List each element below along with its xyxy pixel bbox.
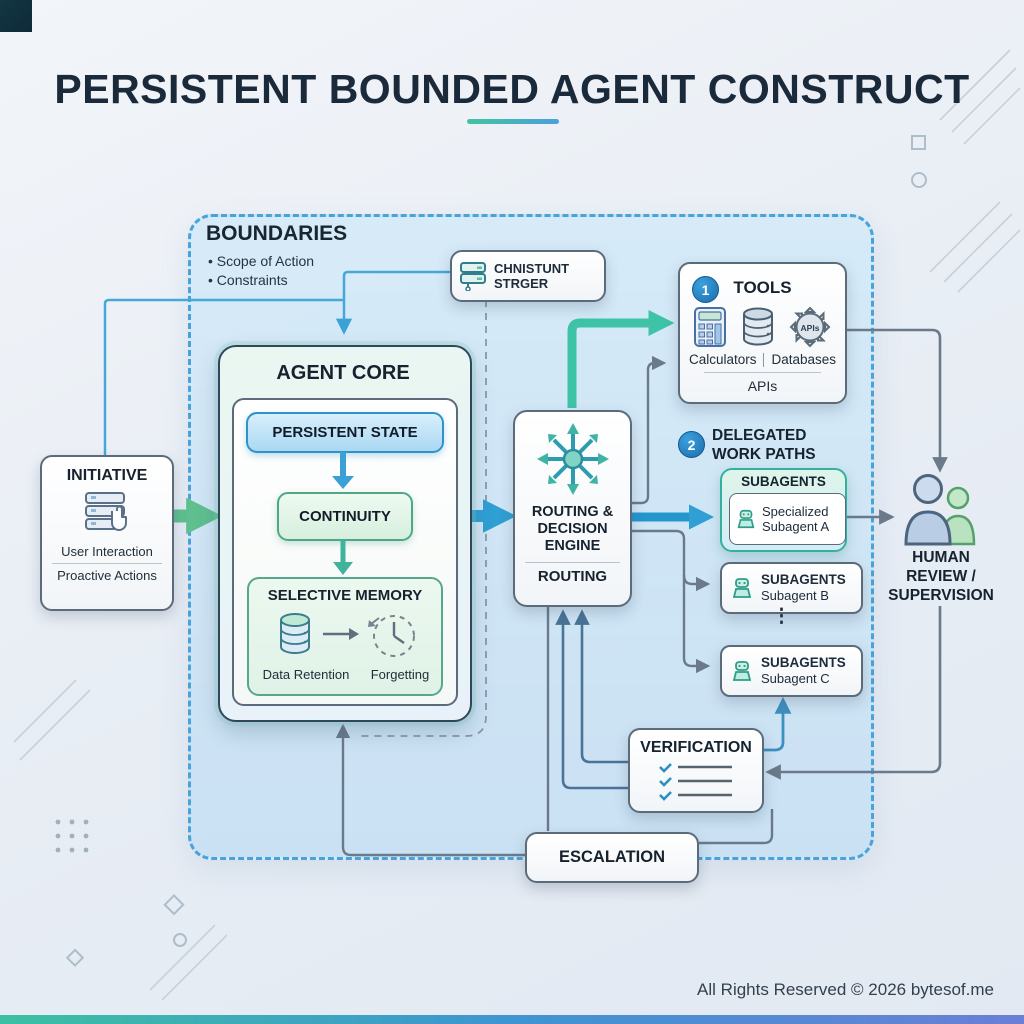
arrow-state-to-continuity bbox=[332, 452, 354, 489]
consistent-storage-box: CHNISTUNT STRGER bbox=[450, 250, 606, 302]
subagent-a-robot-icon bbox=[737, 509, 755, 529]
data-retention-database-icon bbox=[280, 613, 310, 654]
initiative-divider bbox=[52, 563, 162, 564]
routing-title-line2: DECISION bbox=[537, 521, 608, 537]
agent-core-title: AGENT CORE bbox=[276, 362, 410, 384]
selective-memory-title: SELECTIVE MEMORY bbox=[267, 587, 423, 604]
retention-to-forgetting-arrow bbox=[323, 628, 359, 640]
routing-title-line1: ROUTING & bbox=[531, 504, 614, 520]
tools-label-databases: Databases bbox=[771, 352, 837, 367]
subagent-b-box: SUBAGENTS Subagent B bbox=[720, 562, 863, 614]
human-review-people-icon bbox=[904, 474, 976, 546]
routing-divider bbox=[525, 562, 620, 563]
human-review-line2: REVIEW / bbox=[906, 568, 976, 585]
routing-title-line3: ENGINE bbox=[544, 538, 601, 554]
routing-decision-engine-box: ROUTING & DECISION ENGINE ROUTING bbox=[513, 410, 632, 607]
subagent-c-title: SUBAGENTS bbox=[761, 655, 846, 670]
corner-square-decoration bbox=[0, 0, 32, 32]
escalation-title: ESCALATION bbox=[558, 848, 666, 866]
boundaries-item-scope: • Scope of Action bbox=[208, 253, 315, 269]
routing-arrows-icon bbox=[536, 423, 609, 495]
subagent-a-box: SUBAGENTS Specialized Subagent A bbox=[720, 468, 847, 552]
subagent-b-title: SUBAGENTS bbox=[761, 572, 846, 587]
arrow-continuity-to-memory bbox=[333, 540, 353, 575]
escalation-box: ESCALATION bbox=[525, 832, 699, 883]
apis-gear-text: APIs bbox=[801, 323, 820, 333]
tools-label-divider bbox=[763, 352, 765, 367]
subagent-a-header: SUBAGENTS bbox=[741, 474, 826, 489]
selective-memory-box: SELECTIVE MEMORY Data Retention Forgetti… bbox=[247, 577, 443, 696]
subagent-a-label-line2: Subagent A bbox=[762, 519, 830, 534]
verification-checklist-icon bbox=[659, 763, 732, 801]
initiative-box: INITIATIVE User Interaction Proactive Ac… bbox=[40, 455, 174, 611]
tools-box: 1 TOOLS bbox=[678, 262, 847, 404]
bottom-gradient-bar bbox=[0, 1015, 1024, 1024]
subagent-c-robot-icon bbox=[732, 661, 752, 681]
tools-label-apis: APIs bbox=[747, 378, 778, 394]
boundaries-title: BOUNDARIES bbox=[206, 222, 348, 245]
subagent-a-label-line1: Specialized bbox=[762, 504, 829, 519]
calculator-icon bbox=[693, 307, 726, 347]
continuity-pill: CONTINUITY bbox=[277, 492, 413, 541]
subagents-ellipsis: ⋮ bbox=[772, 606, 791, 627]
human-review-line3: SUPERVISION bbox=[888, 587, 994, 604]
title-underline bbox=[467, 119, 559, 124]
forgetting-label: Forgetting bbox=[370, 667, 430, 682]
delegated-title-line1: DELEGATED bbox=[712, 427, 807, 444]
page-title: PERSISTENT BOUNDED AGENT CONSTRUCT bbox=[54, 66, 970, 112]
routing-subtitle: ROUTING bbox=[537, 568, 608, 585]
subagent-b-robot-icon bbox=[732, 578, 752, 598]
human-review-line1: HUMAN bbox=[912, 549, 970, 566]
copyright-text: All Rights Reserved © 2026 bytesof.me bbox=[697, 980, 994, 999]
tools-divider bbox=[704, 372, 821, 373]
forgetting-clock-icon bbox=[368, 615, 415, 657]
verification-title: VERIFICATION bbox=[640, 739, 752, 756]
boundaries-item-constraints: • Constraints bbox=[208, 272, 288, 288]
initiative-title: INITIATIVE bbox=[66, 467, 148, 484]
delegated-title-line2: WORK PATHS bbox=[712, 446, 816, 463]
data-retention-label: Data Retention bbox=[262, 667, 350, 682]
initiative-proactive-actions: Proactive Actions bbox=[57, 568, 157, 583]
subagent-a-inner: Specialized Subagent A bbox=[729, 493, 846, 545]
subagent-b-sublabel: Subagent B bbox=[761, 588, 829, 603]
apis-gear-icon: APIs bbox=[789, 306, 831, 348]
persistent-state-pill: PERSISTENT STATE bbox=[246, 412, 444, 453]
storage-label-line1: CHNISTUNT bbox=[494, 261, 570, 276]
server-storage-icon bbox=[460, 262, 486, 291]
verification-box: VERIFICATION bbox=[628, 728, 764, 813]
subagent-c-sublabel: Subagent C bbox=[761, 671, 830, 686]
subagent-c-box: SUBAGENTS Subagent C bbox=[720, 645, 863, 697]
initiative-user-interaction: User Interaction bbox=[61, 544, 153, 559]
tools-number-badge: 1 bbox=[692, 276, 719, 303]
delegated-number-badge: 2 bbox=[678, 431, 705, 458]
user-server-hand-icon bbox=[85, 492, 127, 531]
storage-label-line2: STRGER bbox=[494, 276, 549, 291]
database-icon bbox=[742, 307, 773, 346]
tools-title: TOOLS bbox=[733, 278, 792, 297]
tools-label-calculators: Calculators bbox=[688, 352, 757, 367]
